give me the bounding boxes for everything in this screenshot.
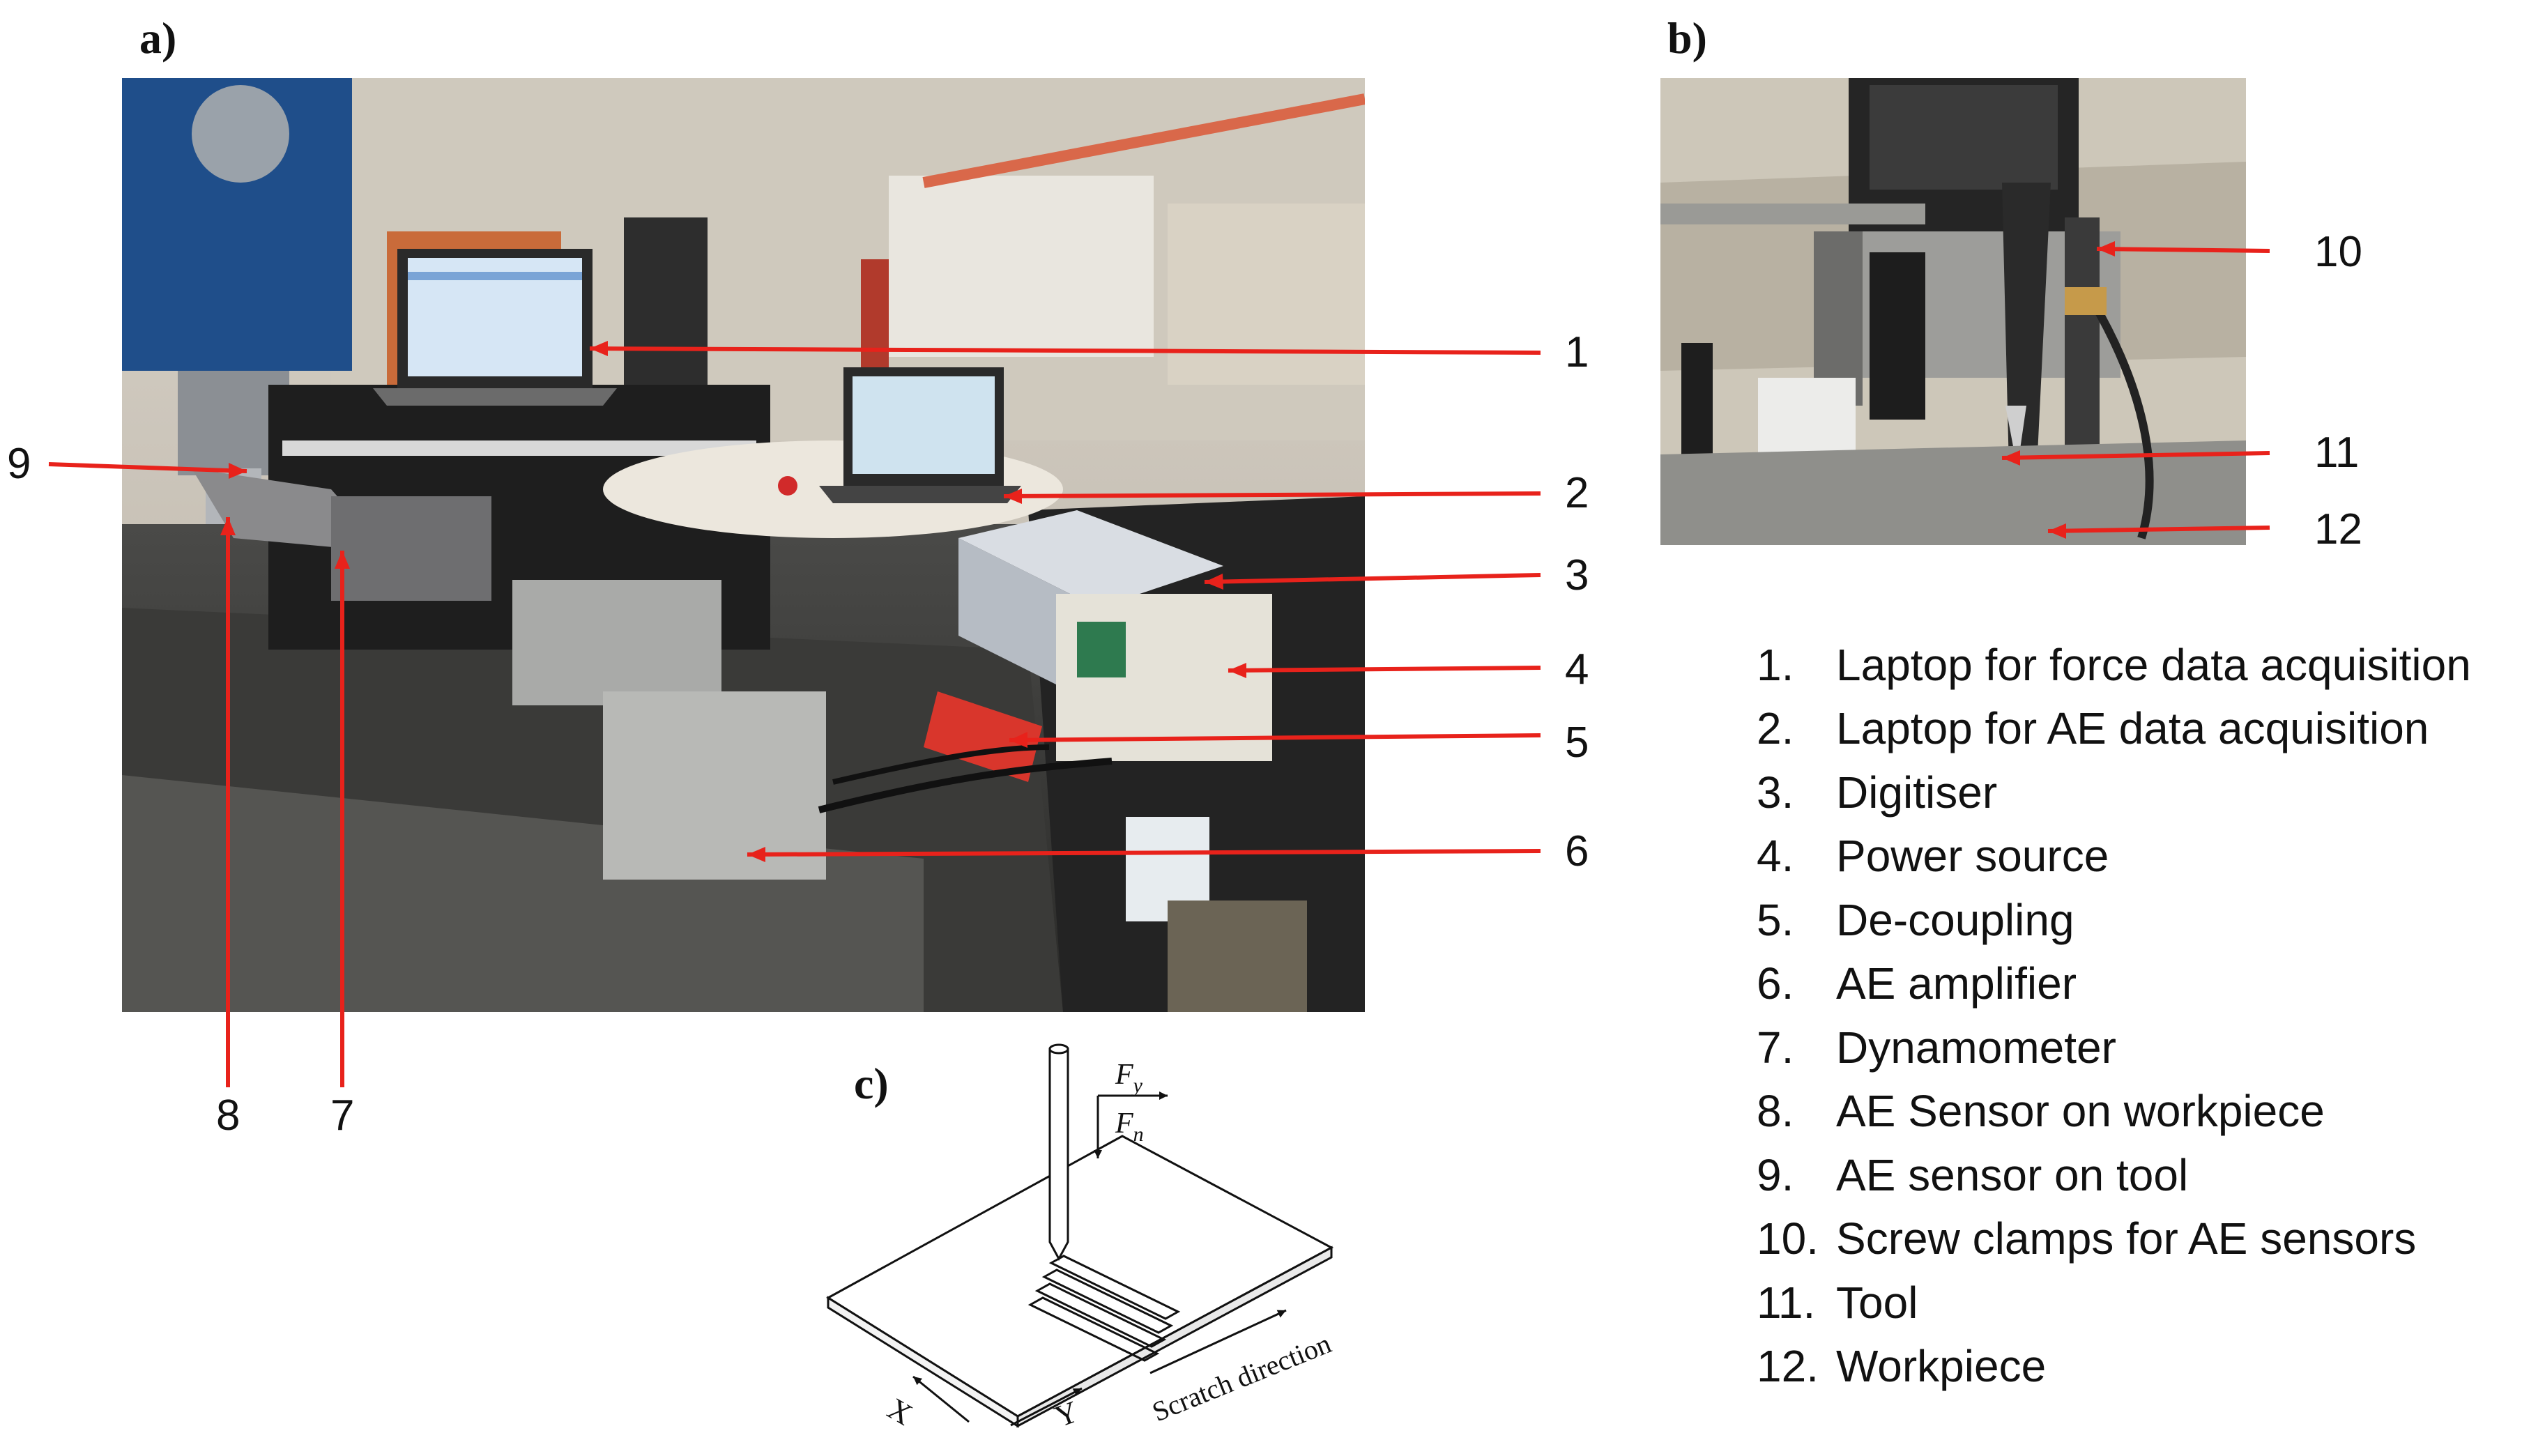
callout-number-10: 10 [2314, 228, 2362, 276]
callout-number-5: 5 [1565, 719, 1589, 767]
axis-y-label: Y [1050, 1394, 1083, 1434]
scratch-direction-arrow [1149, 1309, 1287, 1374]
arrow-5 [1009, 733, 1541, 742]
arrow-11 [2001, 451, 2270, 460]
force-y-label: Fy [1115, 1059, 1143, 1097]
legend-item-11: 11.Tool [1757, 1277, 1918, 1328]
photo-lab-setup [122, 78, 1365, 1012]
legend-item-8: 8.AE Sensor on workpiece [1757, 1086, 2325, 1137]
axis-x-label: X [882, 1391, 918, 1432]
panel-label-c: c) [854, 1059, 889, 1108]
legend-item-12: 12.Workpiece [1757, 1341, 2047, 1392]
legend-item-2: 2.Laptop for AE data acquisition [1757, 703, 2429, 754]
legend-item-7: 7.Dynamometer [1757, 1022, 2116, 1073]
arrow-9 [48, 462, 247, 473]
callout-number-9: 9 [7, 440, 31, 488]
component-legend: 1.Laptop for force data acquisition 2.La… [1757, 633, 2471, 1398]
axis-x-arrow [912, 1375, 970, 1423]
tool-stylus [1048, 1043, 1069, 1262]
callout-number-11: 11 [2314, 429, 2360, 477]
lab-photo-illustration [122, 78, 1365, 1012]
tool-photo-illustration [1660, 78, 2246, 545]
callout-number-8: 8 [216, 1091, 240, 1140]
photo-tool-closeup [1660, 78, 2246, 545]
scratch-grooves [1027, 1255, 1181, 1362]
arrow-2 [1003, 491, 1541, 498]
legend-item-4: 4.Power source [1757, 831, 2109, 882]
force-n-label: Fn [1115, 1108, 1144, 1146]
arrow-12 [2047, 526, 2270, 533]
axis-y-arrow [1010, 1387, 1083, 1427]
callout-number-1: 1 [1565, 328, 1589, 376]
legend-item-6: 6.AE amplifier [1757, 958, 2077, 1009]
legend-item-9: 9.AE sensor on tool [1757, 1149, 2189, 1200]
scratch-schematic: Fy Fn X Y Scratch direction [826, 1043, 1336, 1434]
legend-item-10: 10.Screw clamps for AE sensors [1757, 1213, 2417, 1264]
arrow-10 [2096, 247, 2270, 253]
panel-label-a: a) [139, 13, 177, 63]
legend-item-5: 5.De-coupling [1757, 894, 2074, 945]
callout-number-4: 4 [1565, 645, 1589, 693]
callout-number-7: 7 [330, 1091, 355, 1140]
callout-number-6: 6 [1565, 827, 1589, 875]
arrow-4 [1228, 666, 1541, 673]
callout-number-12: 12 [2314, 505, 2362, 553]
legend-item-3: 3.Digitiser [1757, 767, 1998, 818]
callout-number-3: 3 [1565, 551, 1589, 599]
panel-label-b: b) [1667, 13, 1707, 63]
arrow-3 [1204, 573, 1541, 584]
legend-item-1: 1.Laptop for force data acquisition [1757, 639, 2471, 690]
arrow-6 [747, 849, 1541, 857]
scratch-direction-label: Scratch direction [1148, 1328, 1336, 1428]
callout-number-2: 2 [1565, 469, 1589, 517]
arrow-1 [589, 346, 1541, 355]
